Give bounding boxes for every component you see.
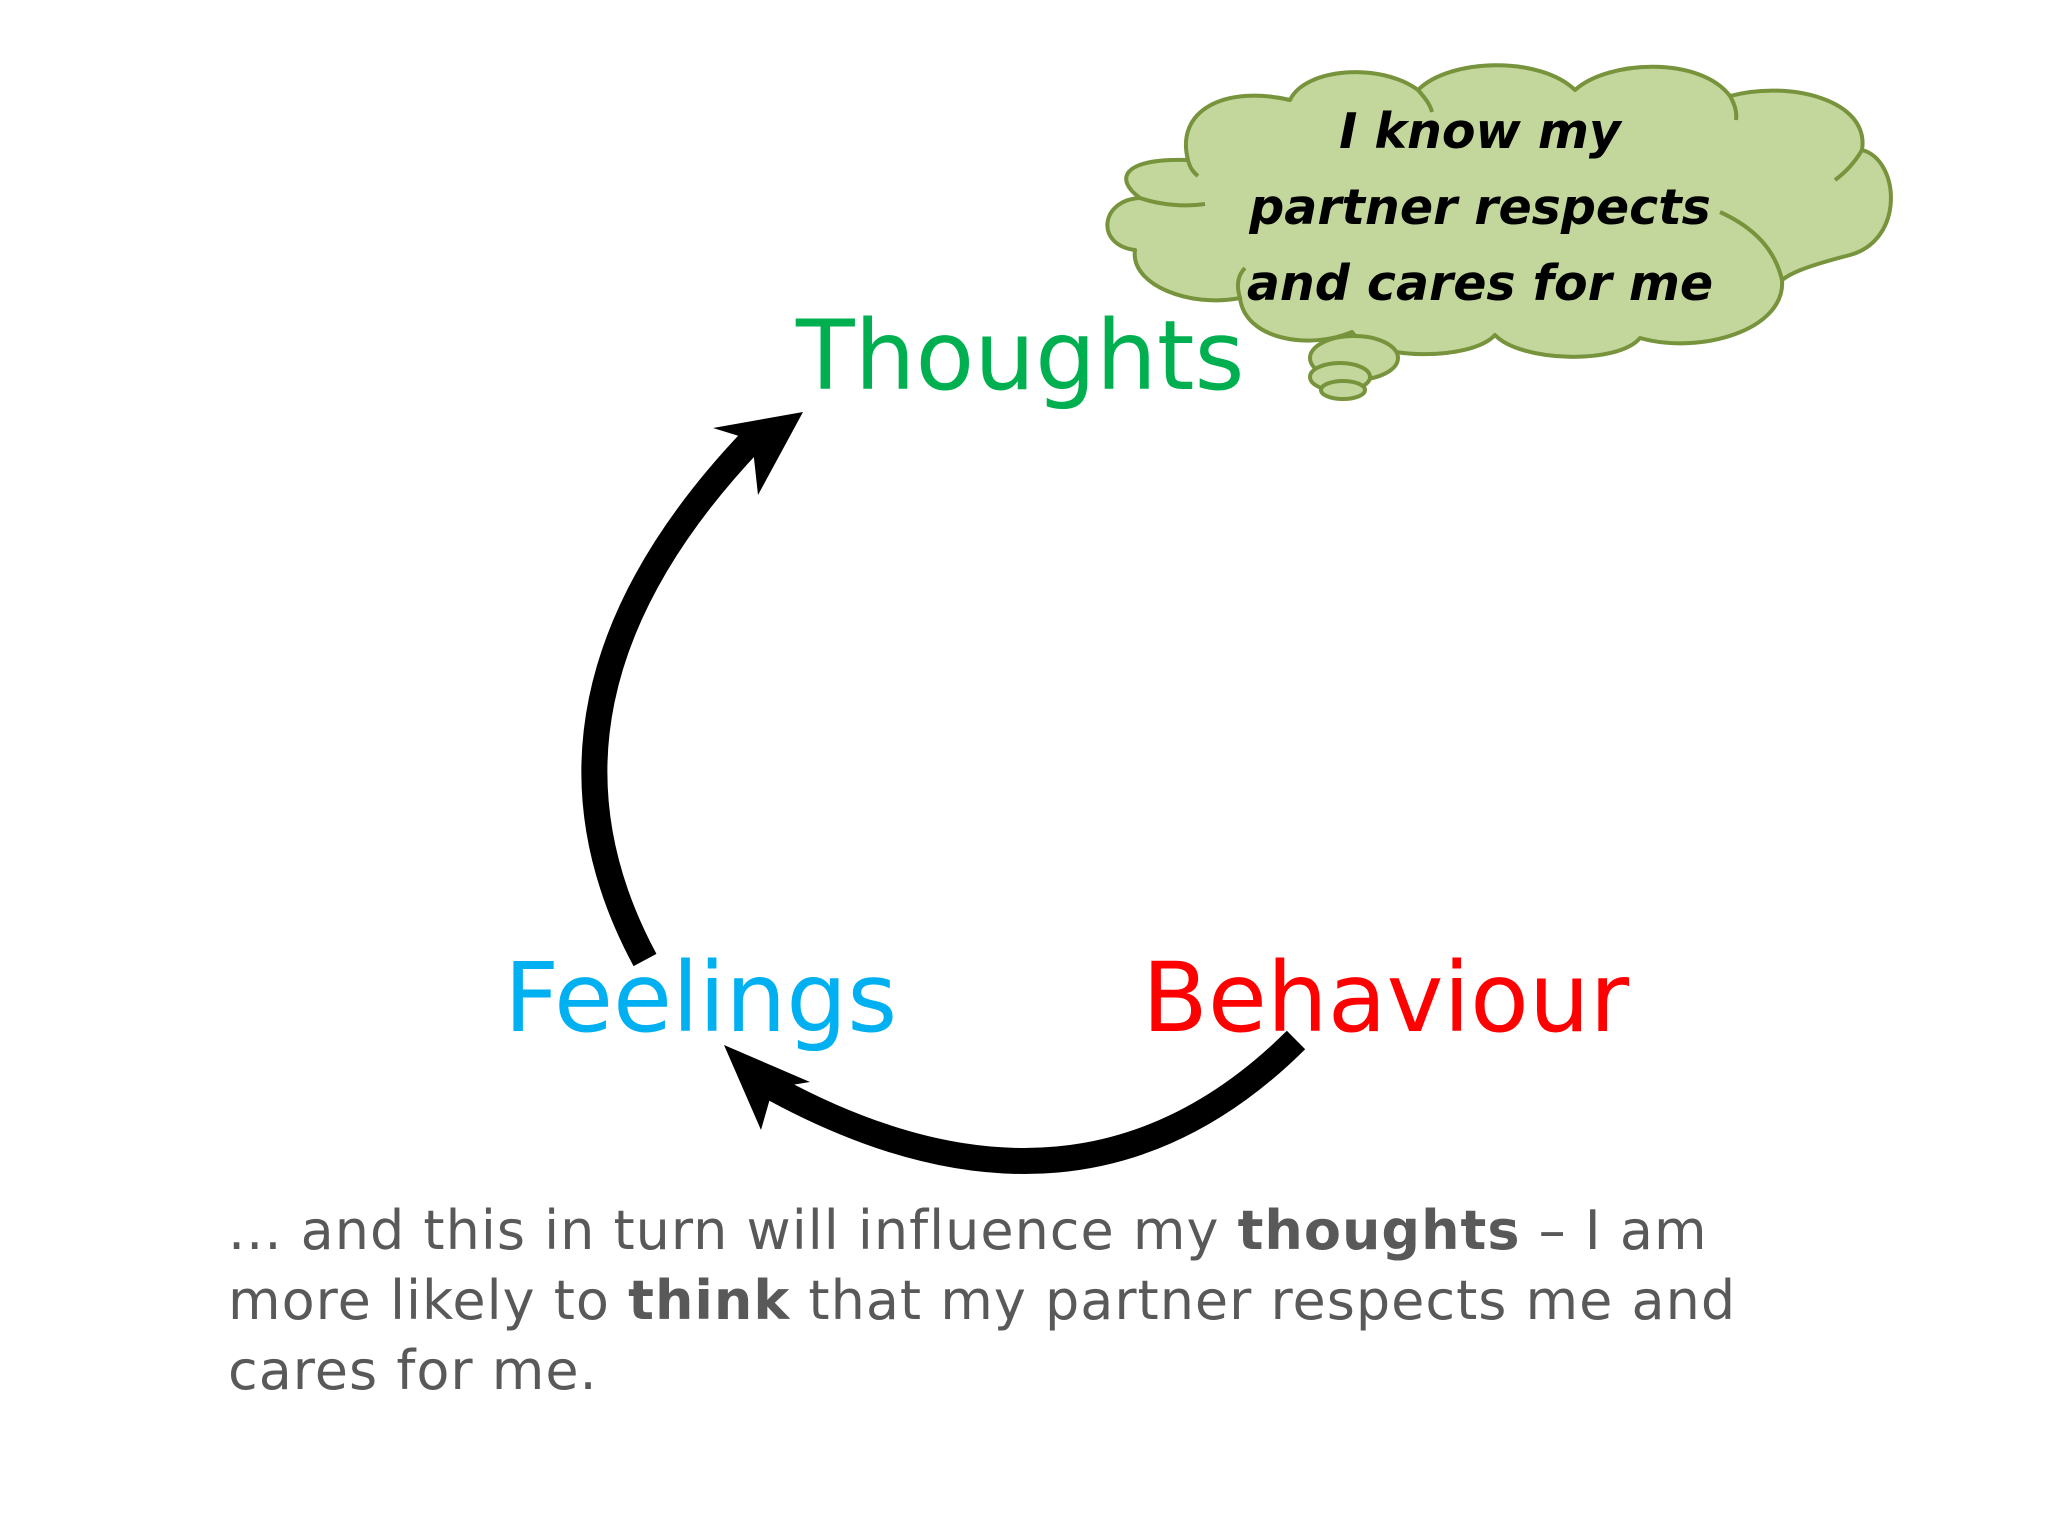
- arrow-behaviour-to-feelings: [724, 1030, 1306, 1175]
- thought-line-2: partner respects: [1249, 179, 1711, 236]
- thought-cloud-bubble-small: [1319, 379, 1367, 401]
- thought-cloud: [1105, 63, 1893, 401]
- thought-line-1: I know my: [1339, 103, 1621, 160]
- caption-part-2: – I am more likely to: [228, 1199, 1708, 1332]
- caption-bold-think: think: [628, 1269, 791, 1332]
- thought-line-3: and cares for me: [1246, 255, 1714, 312]
- node-thoughts: Thoughts: [796, 300, 1245, 412]
- caption-part-1: ... and this in turn will influence my: [228, 1199, 1238, 1262]
- caption-bold-thoughts: thoughts: [1237, 1199, 1521, 1262]
- arrow-feelings-to-thoughts: [581, 412, 803, 967]
- caption-part-3: that my partner respects me and cares fo…: [228, 1269, 1737, 1402]
- thought-bubble-text: I know my partner respects and cares for…: [1230, 94, 1730, 322]
- thought-cloud-shape: [1105, 63, 1893, 359]
- caption-text: ... and this in turn will influence my t…: [228, 1196, 1868, 1406]
- node-behaviour: Behaviour: [1142, 942, 1630, 1054]
- node-feelings: Feelings: [504, 942, 898, 1054]
